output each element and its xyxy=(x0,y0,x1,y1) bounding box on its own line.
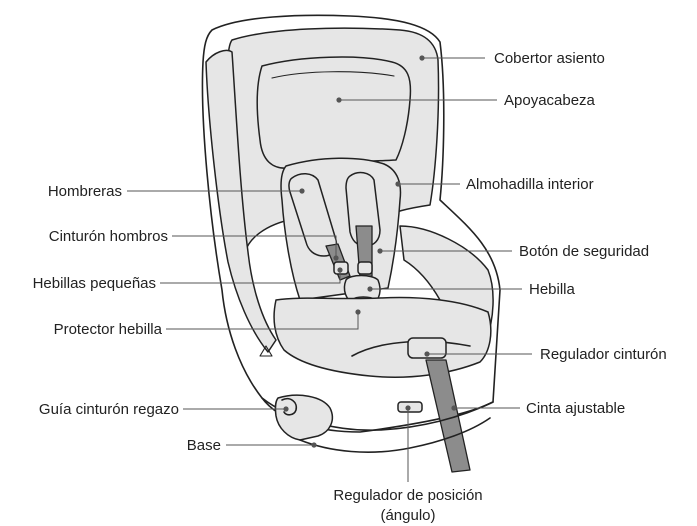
label-shoulder-belt: Cinturón hombros xyxy=(49,228,168,245)
seat-cushion-front-edge xyxy=(351,340,471,357)
label-belt-adjuster: Regulador cinturón xyxy=(540,346,667,363)
label-headrest: Apoyacabeza xyxy=(504,92,596,109)
left-shoulder-pad xyxy=(288,173,338,257)
left-side-wing xyxy=(205,49,277,353)
seat-cushion xyxy=(273,296,492,378)
car-seat-illustration xyxy=(201,14,501,473)
label-position-adjuster-line1: Regulador de posición xyxy=(333,487,482,504)
small-buckle-right xyxy=(357,261,373,275)
headrest-seam xyxy=(271,71,395,79)
label-small-buckles: Hebillas pequeñas xyxy=(33,275,156,292)
label-lap-belt-guide: Guía cinturón regazo xyxy=(39,401,179,418)
labels: Cobertor asiento Apoyacabeza Almohadilla… xyxy=(33,50,667,524)
headrest-shape xyxy=(256,56,412,169)
adjustable-strap-shape xyxy=(425,359,471,473)
label-shoulder-pads: Hombreras xyxy=(48,183,122,200)
buckle-body xyxy=(343,274,381,305)
label-adjustable-strap: Cinta ajustable xyxy=(526,400,625,417)
base-bottom xyxy=(299,417,491,453)
label-buckle-protector: Protector hebilla xyxy=(54,321,163,338)
base-shape xyxy=(274,394,334,441)
label-seat-cover: Cobertor asiento xyxy=(494,50,605,67)
warning-triangle-icon xyxy=(259,345,273,357)
label-inner-cushion: Almohadilla interior xyxy=(466,176,594,193)
label-safety-button: Botón de seguridad xyxy=(519,243,649,260)
lap-belt-guide-hook xyxy=(281,397,298,416)
label-base: Base xyxy=(187,437,221,454)
label-position-adjuster-line2: (ángulo) xyxy=(380,507,435,524)
belt-adjuster-plate xyxy=(407,337,447,359)
label-buckle: Hebilla xyxy=(529,281,576,298)
leader-lines xyxy=(127,55,532,482)
